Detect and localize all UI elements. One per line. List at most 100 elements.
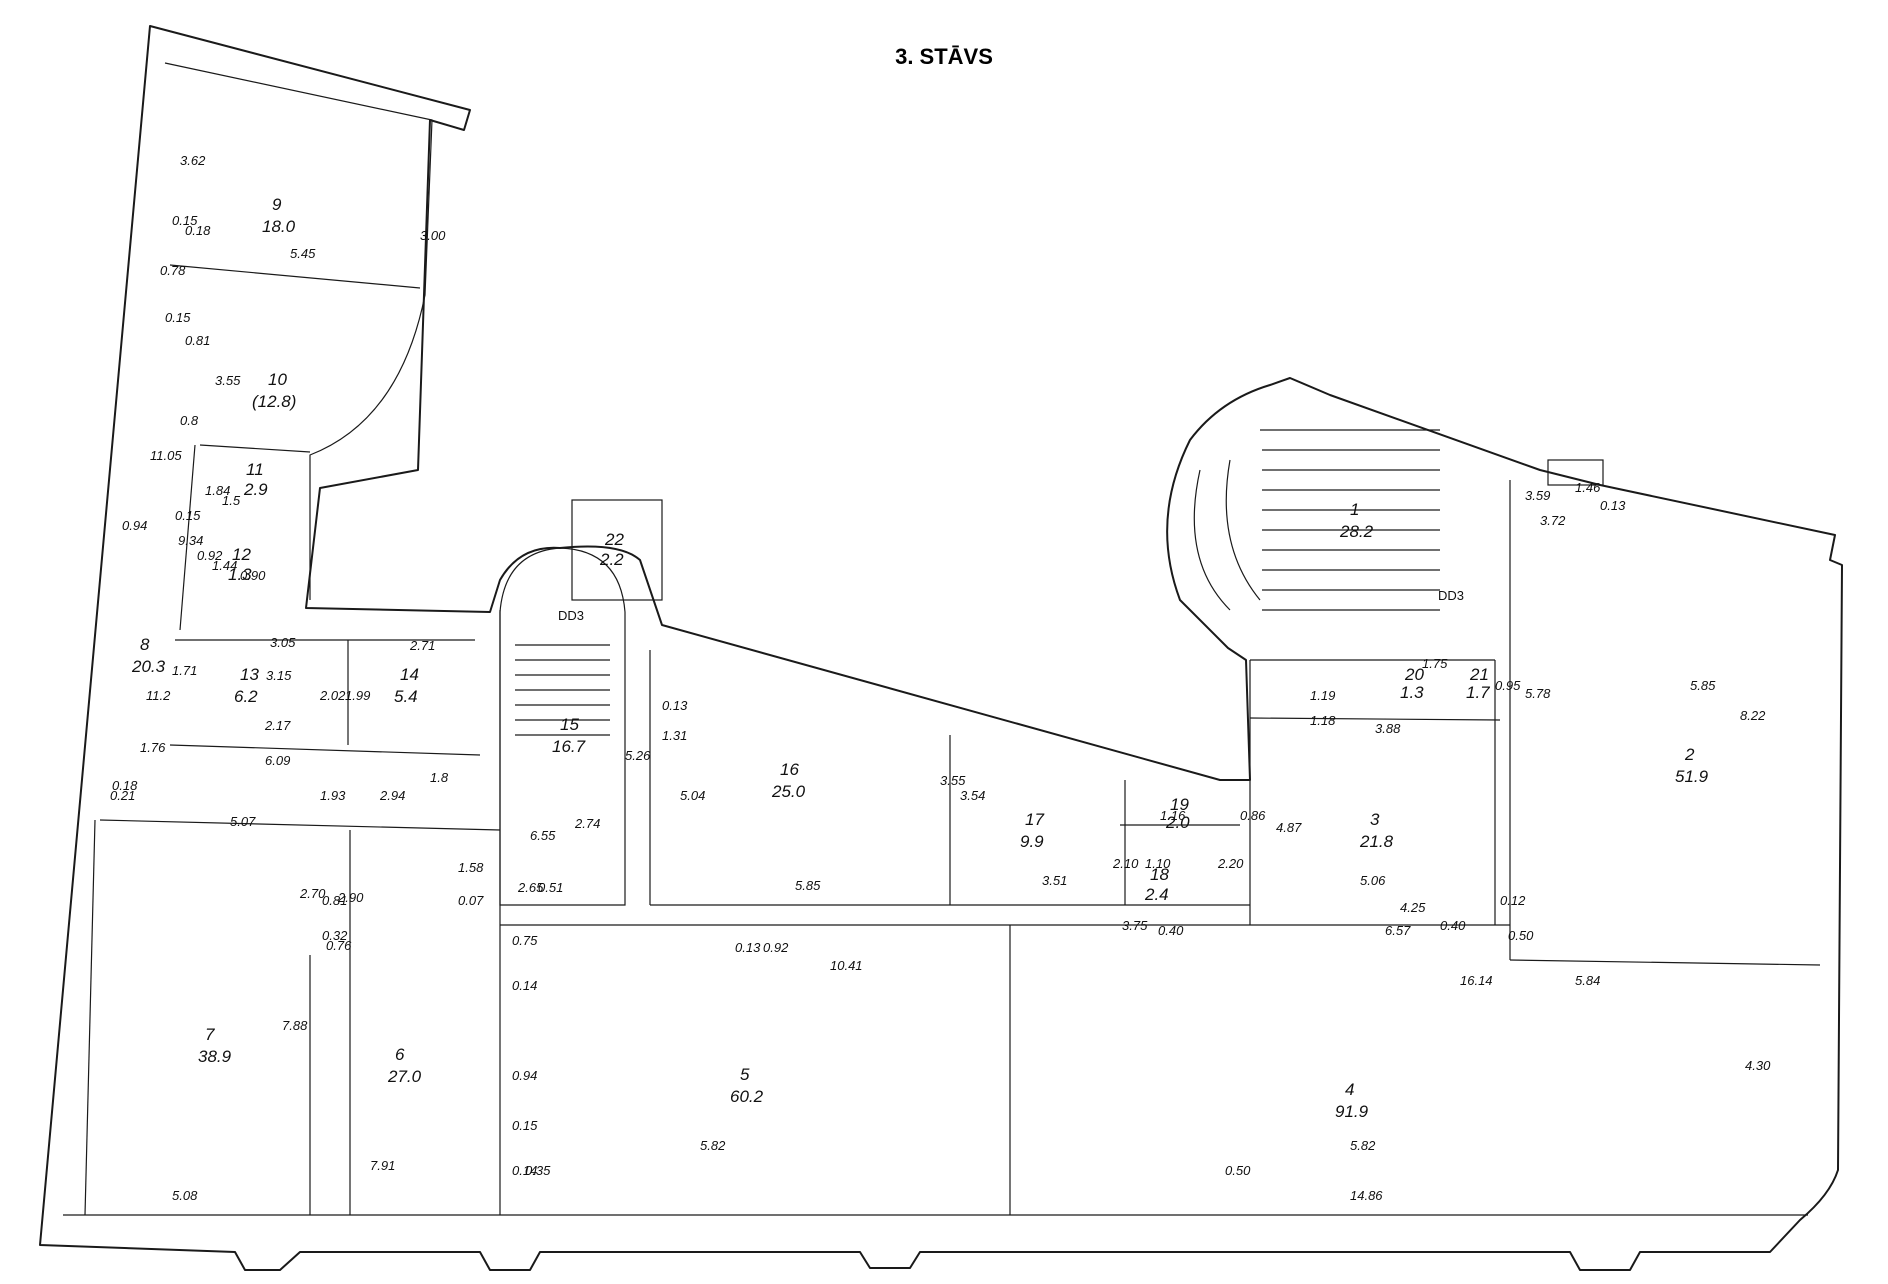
dimension-label: 3.55 bbox=[940, 773, 966, 788]
dimension-label: 1.58 bbox=[458, 860, 484, 875]
dimension-label: 2.65 bbox=[517, 880, 544, 895]
room-number: 10 bbox=[268, 370, 287, 389]
dimension-label: 6.09 bbox=[265, 753, 290, 768]
dimension-label: 5.45 bbox=[290, 246, 316, 261]
dimension-label: 0.18 bbox=[185, 223, 211, 238]
dimension-label: 0.12 bbox=[1500, 893, 1526, 908]
dimension-label: 1.16 bbox=[1160, 808, 1186, 823]
dimension-label: 4.30 bbox=[1745, 1058, 1771, 1073]
room-number: 8 bbox=[140, 635, 150, 654]
dimension-label: 0.76 bbox=[326, 938, 352, 953]
dimension-label: 5.07 bbox=[230, 814, 256, 829]
dimension-label: 1.5 bbox=[222, 493, 241, 508]
room-number: 21 bbox=[1469, 665, 1489, 684]
room-area: 1.3 bbox=[1400, 683, 1424, 702]
dimension-label: 0.15 bbox=[512, 1118, 538, 1133]
room-area: 9.9 bbox=[1020, 832, 1044, 851]
dimension-label: 0.18 bbox=[112, 778, 138, 793]
room-number: 16 bbox=[780, 760, 799, 779]
room-number: 15 bbox=[560, 715, 579, 734]
room-area: 27.0 bbox=[387, 1067, 422, 1086]
room-area: 1.3 bbox=[228, 565, 252, 584]
dimension-label: 5.84 bbox=[1575, 973, 1600, 988]
dimension-label: 0.92 bbox=[197, 548, 223, 563]
room-area: 21.8 bbox=[1359, 832, 1394, 851]
dimension-label: 2.17 bbox=[264, 718, 291, 733]
room-area: 38.9 bbox=[198, 1047, 232, 1066]
room-number: 11 bbox=[246, 460, 264, 479]
dimension-label: 0.95 bbox=[1495, 678, 1521, 693]
dimension-label: 0.07 bbox=[458, 893, 484, 908]
room-area: 1.7 bbox=[1466, 683, 1490, 702]
dimension-label: 5.82 bbox=[1350, 1138, 1376, 1153]
stairwells bbox=[499, 429, 1604, 906]
dimension-label: 2.02 bbox=[319, 688, 346, 703]
dimension-label: 0.51 bbox=[538, 880, 563, 895]
dimension-label: 6.55 bbox=[530, 828, 556, 843]
dimension-label: 1.84 bbox=[205, 483, 230, 498]
dimension-label: 0.14 bbox=[512, 1163, 537, 1178]
dimension-label: 7.88 bbox=[282, 1018, 308, 1033]
dimension-label: 1.99 bbox=[345, 688, 370, 703]
dimension-label: 0.81 bbox=[322, 893, 347, 908]
dimension-label: 1.93 bbox=[320, 788, 346, 803]
dimension-label: 1.19 bbox=[1310, 688, 1335, 703]
dimension-label: 2.74 bbox=[574, 816, 600, 831]
dimension-label: 6.57 bbox=[1385, 923, 1411, 938]
dimension-label: 4.25 bbox=[1400, 900, 1426, 915]
dimension-label: 4.87 bbox=[1276, 820, 1302, 835]
dimension-label: 3.62 bbox=[180, 153, 206, 168]
room-area: 28.2 bbox=[1339, 522, 1374, 541]
dimension-label: 3.15 bbox=[266, 668, 292, 683]
dimension-label: 11.05 bbox=[150, 448, 182, 463]
dimension-label: 3.72 bbox=[1540, 513, 1566, 528]
dimension-label: 0.15 bbox=[175, 508, 201, 523]
dimension-label: 0.32 bbox=[322, 928, 348, 943]
dimension-label: 0.86 bbox=[1240, 808, 1266, 823]
dimension-label: 2.20 bbox=[1217, 856, 1244, 871]
room-area: 2.2 bbox=[599, 550, 624, 569]
dimension-label: 1.31 bbox=[662, 728, 687, 743]
code-label: DD3 bbox=[558, 608, 584, 623]
room-number: 12 bbox=[232, 545, 251, 564]
dimension-label: 0.50 bbox=[1508, 928, 1534, 943]
dimension-label: 10.41 bbox=[830, 958, 863, 973]
dimension-label: 0.50 bbox=[1225, 1163, 1251, 1178]
room-area: 51.9 bbox=[1675, 767, 1709, 786]
dimension-label: 9.34 bbox=[178, 533, 203, 548]
dimension-label: 0.75 bbox=[512, 933, 538, 948]
room-number: 7 bbox=[205, 1025, 215, 1044]
dimension-label: 5.08 bbox=[172, 1188, 198, 1203]
dimension-label: 5.78 bbox=[1525, 686, 1551, 701]
room-number: 14 bbox=[400, 665, 419, 684]
room-area: 2.4 bbox=[1144, 885, 1169, 904]
dimension-label: 1.71 bbox=[172, 663, 197, 678]
dimension-label: 5.85 bbox=[795, 878, 821, 893]
dimension-label: 5.06 bbox=[1360, 873, 1386, 888]
dimension-label: 0.8 bbox=[180, 413, 199, 428]
dimension-label: 11.2 bbox=[146, 688, 171, 703]
dimension-label: 5.82 bbox=[700, 1138, 726, 1153]
room-area: 6.2 bbox=[234, 687, 258, 706]
dimension-label: 1.46 bbox=[1575, 480, 1601, 495]
dimension-label: 5.26 bbox=[625, 748, 651, 763]
room-number: 3 bbox=[1370, 810, 1380, 829]
room-number: 4 bbox=[1345, 1080, 1354, 1099]
dimension-label: 3.51 bbox=[1042, 873, 1067, 888]
dimension-label: 3.59 bbox=[1525, 488, 1550, 503]
dimension-label: 0.14 bbox=[512, 978, 537, 993]
dimension-label: 0.13 bbox=[1600, 498, 1626, 513]
dimension-label: 7.91 bbox=[370, 1158, 395, 1173]
dimension-label: 14.86 bbox=[1350, 1188, 1383, 1203]
room-area: 16.7 bbox=[552, 737, 586, 756]
dimension-label: 0.40 bbox=[1158, 923, 1184, 938]
dimension-label: 0.78 bbox=[160, 263, 186, 278]
room-area: 20.3 bbox=[131, 657, 166, 676]
outer-walls bbox=[39, 25, 1843, 1271]
dimension-label: 1.76 bbox=[140, 740, 166, 755]
room-number: 13 bbox=[240, 665, 259, 684]
room-area: 5.4 bbox=[394, 687, 418, 706]
room-area: 18.0 bbox=[262, 217, 296, 236]
dimension-label: 3.00 bbox=[420, 228, 446, 243]
dimension-label: 2.71 bbox=[409, 638, 435, 653]
